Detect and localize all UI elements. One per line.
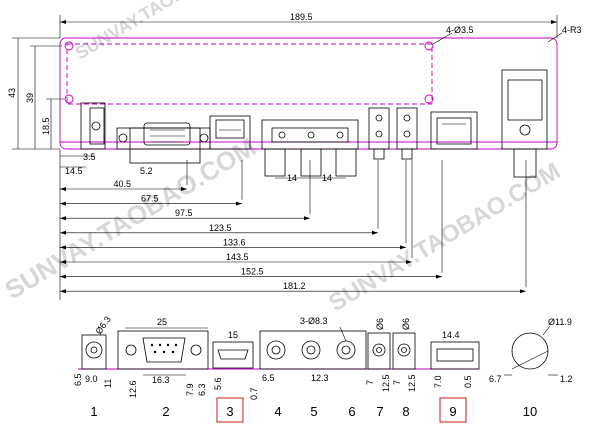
watermark: SUNVAY.TAOBAO.COM [324, 158, 565, 318]
mounting-holes [64, 41, 434, 104]
c10-r: 1.2 [560, 374, 573, 384]
connector-number: 7 [376, 404, 383, 419]
dim-3-5: 3.5 [83, 152, 96, 162]
connector-7-top [368, 107, 390, 160]
c7-h2: 7 [365, 380, 375, 385]
c9-h: 7.0 [433, 375, 443, 388]
c2-top: 25 [157, 317, 167, 327]
overall-width-label: 189.5 [290, 12, 313, 22]
height-dimensions: 43 39 18.5 [7, 37, 64, 150]
c7-dia: Ø6 [375, 318, 385, 330]
dim-5-2: 5.2 [140, 166, 153, 176]
watermark: SUNVAY.TAOBAO.COM [72, 0, 253, 63]
c3-w: 15 [228, 330, 238, 340]
c8-off: 7 [392, 380, 402, 385]
horizontal-dim-label: 133.6 [223, 237, 246, 247]
front-view-dimensions: Ø6.3 9.0 6.5 11 25 16.3 12.6 7.9 6.3 15 … [73, 314, 573, 400]
c4-off: 6.5 [262, 373, 275, 383]
pitch-b: 14 [322, 173, 332, 183]
highlight-box [216, 397, 244, 423]
horizontal-dim-label: 143.5 [226, 252, 249, 262]
connector-number: 10 [523, 404, 537, 419]
connector-number: 3 [226, 404, 233, 419]
c9-w: 14.4 [442, 330, 460, 340]
connector-8-top [396, 107, 418, 160]
horizontal-dim-label: 97.5 [175, 208, 193, 218]
c8-dia: Ø6 [401, 318, 411, 330]
c2-r1: 7.9 [185, 383, 195, 396]
c1-dia: Ø6.3 [93, 314, 112, 336]
connector-9-top [430, 111, 478, 150]
rca-pitch-dimensions: 14 14 [275, 173, 346, 183]
c10-dia: Ø11.9 [548, 317, 572, 327]
c2-l: 12.6 [128, 380, 138, 398]
c8-h: 12.5 [407, 374, 417, 392]
c1-w: 9.0 [85, 374, 98, 384]
c10-l: 6.7 [489, 374, 502, 384]
c2-r2: 6.3 [197, 383, 207, 396]
holes-callout: 4-Ø3.5 [446, 25, 474, 35]
horizontal-dim-label: 40.5 [114, 179, 132, 189]
small-dimensions: 3.5 14.5 5.2 [60, 152, 153, 176]
front-view [78, 330, 549, 370]
connector-number: 8 [402, 404, 409, 419]
pitch-a: 14 [287, 173, 297, 183]
horizontal-dim-label: 181.2 [283, 281, 306, 291]
connector-number: 9 [449, 404, 456, 419]
connector-4-6-top [261, 119, 359, 177]
horizontal-dim-label: 152.5 [241, 267, 264, 277]
height-43-label: 43 [7, 88, 17, 98]
connector-numbers: 1 2 3 4 5 6 7 8 9 10 [90, 397, 537, 423]
c9-off: 0.5 [463, 375, 473, 388]
pcb-outline [59, 37, 558, 150]
connector-10-top [501, 69, 548, 178]
height-39-label: 39 [25, 93, 35, 103]
c7-h1: 12.5 [381, 374, 391, 392]
connector-2-top [116, 122, 211, 164]
height-18-5-label: 18.5 [41, 117, 51, 135]
highlight-box [439, 397, 467, 423]
horizontal-dim-label: 123.5 [209, 223, 232, 233]
c1-off: 11 [103, 379, 113, 388]
connector-number: 6 [348, 404, 355, 419]
c5-w: 12.3 [311, 373, 329, 383]
c2-w: 16.3 [152, 375, 170, 385]
connector-number: 1 [90, 404, 97, 419]
c3-h: 5.6 [213, 377, 223, 390]
dim-14-5: 14.5 [65, 166, 83, 176]
radius-callout: 4-R3 [562, 25, 582, 35]
overall-width-dimension: 189.5 [59, 12, 558, 38]
c3-off: 0.7 [249, 387, 259, 400]
c1-h: 6.5 [73, 373, 83, 386]
connector-number: 5 [310, 404, 317, 419]
c5-callout: 3-Ø8.3 [300, 316, 328, 326]
connector-number: 4 [274, 404, 281, 419]
connector-number: 2 [162, 404, 169, 419]
connector-3-top [209, 115, 251, 150]
horizontal-dim-label: 67.5 [141, 194, 159, 204]
connector-1-top [80, 102, 106, 150]
